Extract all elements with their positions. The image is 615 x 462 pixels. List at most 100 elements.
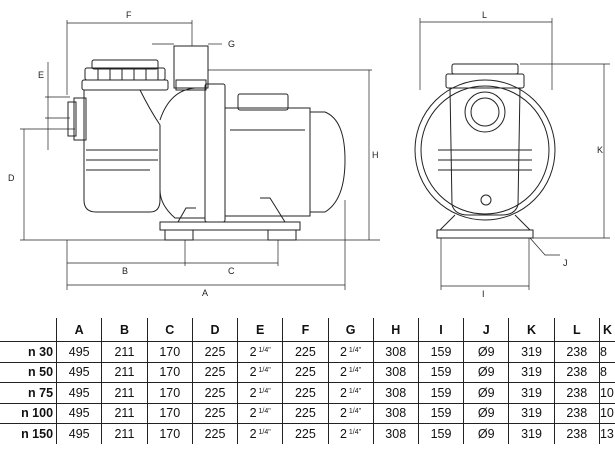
table-header-cell: K bbox=[599, 318, 615, 342]
table-cell: 225 bbox=[282, 402, 329, 424]
table-cell: 225 bbox=[282, 423, 329, 444]
dim-label-i: I bbox=[482, 289, 485, 299]
table-cell: 225 bbox=[282, 341, 329, 362]
table-header-cell: D bbox=[192, 318, 239, 342]
table-cell: 495 bbox=[56, 361, 103, 383]
table-cell: 238 bbox=[554, 341, 600, 362]
table-cell: Ø9 bbox=[463, 402, 510, 424]
table-cell: 495 bbox=[56, 423, 103, 444]
table-cell: Ø9 bbox=[463, 361, 510, 383]
dim-label-g: G bbox=[228, 39, 235, 49]
table-cell: 170 bbox=[147, 423, 193, 444]
table-header-cell: H bbox=[373, 318, 419, 342]
model-name: n 100 bbox=[0, 402, 58, 424]
table-cell: 238 bbox=[554, 423, 600, 444]
table-cell: 2 1/4" bbox=[237, 382, 284, 403]
table-cell: 8 bbox=[599, 344, 607, 359]
dim-label-h: H bbox=[372, 150, 379, 160]
table-cell: 225 bbox=[192, 361, 239, 383]
dimension-labels: F G E D H B C A L K J I bbox=[8, 10, 603, 299]
table-cell: 238 bbox=[554, 382, 600, 403]
table-cell: Ø9 bbox=[463, 341, 510, 362]
table-cell: Ø9 bbox=[463, 382, 510, 403]
table-header-cell: F bbox=[282, 318, 329, 342]
table-header-cell: A bbox=[56, 318, 103, 342]
table-cell: 159 bbox=[418, 341, 465, 362]
table-cell: 8 bbox=[599, 361, 615, 383]
pump-side-view bbox=[67, 45, 346, 241]
table-cell: 2 1/4" bbox=[237, 423, 284, 444]
table-cell: 238 bbox=[554, 361, 600, 383]
table-cell: 225 bbox=[192, 402, 239, 424]
table-cell: 319 bbox=[508, 341, 555, 362]
table-cell: 2 1/4" bbox=[237, 361, 284, 383]
table-cell: 495 bbox=[56, 382, 103, 403]
table-cell: 308 bbox=[373, 402, 419, 424]
table-cell: 225 bbox=[282, 382, 329, 403]
table-header-cell: B bbox=[101, 318, 148, 342]
table-header-cell: J bbox=[463, 318, 510, 342]
pump-technical-drawing: F G E D H B C A L K J I bbox=[8, 10, 610, 299]
table-cell: 225 bbox=[282, 361, 329, 383]
table-cell: 211 bbox=[101, 361, 148, 383]
table-cell: 211 bbox=[101, 423, 148, 444]
dim-label-e: E bbox=[38, 70, 44, 80]
table-cell: 308 bbox=[373, 382, 419, 403]
table-cell: 2 1/4" bbox=[237, 402, 284, 424]
table-cell: 2 1/4" bbox=[328, 423, 374, 444]
table-cell: 2 1/4" bbox=[328, 341, 374, 362]
table-cell: 319 bbox=[508, 382, 555, 403]
table-header-cell: I bbox=[418, 318, 465, 342]
table-header-cell: C bbox=[147, 318, 193, 342]
pump-front-view bbox=[414, 63, 556, 239]
table-cell: 308 bbox=[373, 423, 419, 444]
table-cell: 211 bbox=[101, 402, 148, 424]
dim-label-l: L bbox=[482, 10, 487, 20]
table-cell: 238 bbox=[554, 402, 600, 424]
table-cell: 2 1/4" bbox=[328, 361, 374, 383]
dim-label-j: J bbox=[563, 258, 568, 268]
table-header-cell: L bbox=[554, 318, 600, 342]
table-cell: 319 bbox=[508, 402, 555, 424]
dim-label-b: B bbox=[122, 266, 128, 276]
table-cell: 495 bbox=[56, 402, 103, 424]
table-cell: 159 bbox=[418, 402, 465, 424]
table-cell: 225 bbox=[192, 382, 239, 403]
table-cell: 170 bbox=[147, 341, 193, 362]
table-cell: Ø9 bbox=[463, 423, 510, 444]
table-cell: 170 bbox=[147, 361, 193, 383]
table-cell: 308 bbox=[373, 341, 419, 362]
table-cell: 159 bbox=[418, 382, 465, 403]
table-cell: 211 bbox=[101, 382, 148, 403]
table-cell: 2 1/4" bbox=[237, 341, 284, 362]
dim-label-d: D bbox=[8, 173, 15, 183]
table-header-cell: G bbox=[328, 318, 374, 342]
table-cell: 159 bbox=[418, 361, 465, 383]
table-cell: 13 bbox=[599, 423, 615, 444]
model-name: n 75 bbox=[0, 382, 58, 403]
dim-label-k: K bbox=[597, 145, 603, 155]
table-cell: 159 bbox=[418, 423, 465, 444]
model-name: n 30 bbox=[0, 341, 58, 362]
side-view-dimensions bbox=[20, 20, 380, 290]
table-header-cell: E bbox=[237, 318, 284, 342]
dim-label-a: A bbox=[202, 288, 208, 298]
table-cell: 225 bbox=[192, 341, 239, 362]
model-name: n 50 bbox=[0, 361, 58, 383]
table-cell: 308 bbox=[373, 361, 419, 383]
dim-label-f: F bbox=[126, 10, 132, 20]
table-cell: 10 bbox=[599, 382, 615, 403]
table-cell: 2 1/4" bbox=[328, 402, 374, 424]
table-cell: 211 bbox=[101, 341, 148, 362]
dim-label-c: C bbox=[228, 266, 235, 276]
table-header-cell bbox=[0, 318, 58, 342]
model-name: n 150 bbox=[0, 423, 58, 444]
table-header-cell: K bbox=[508, 318, 555, 342]
table-cell: 495 bbox=[56, 341, 103, 362]
table-cell: 319 bbox=[508, 361, 555, 383]
